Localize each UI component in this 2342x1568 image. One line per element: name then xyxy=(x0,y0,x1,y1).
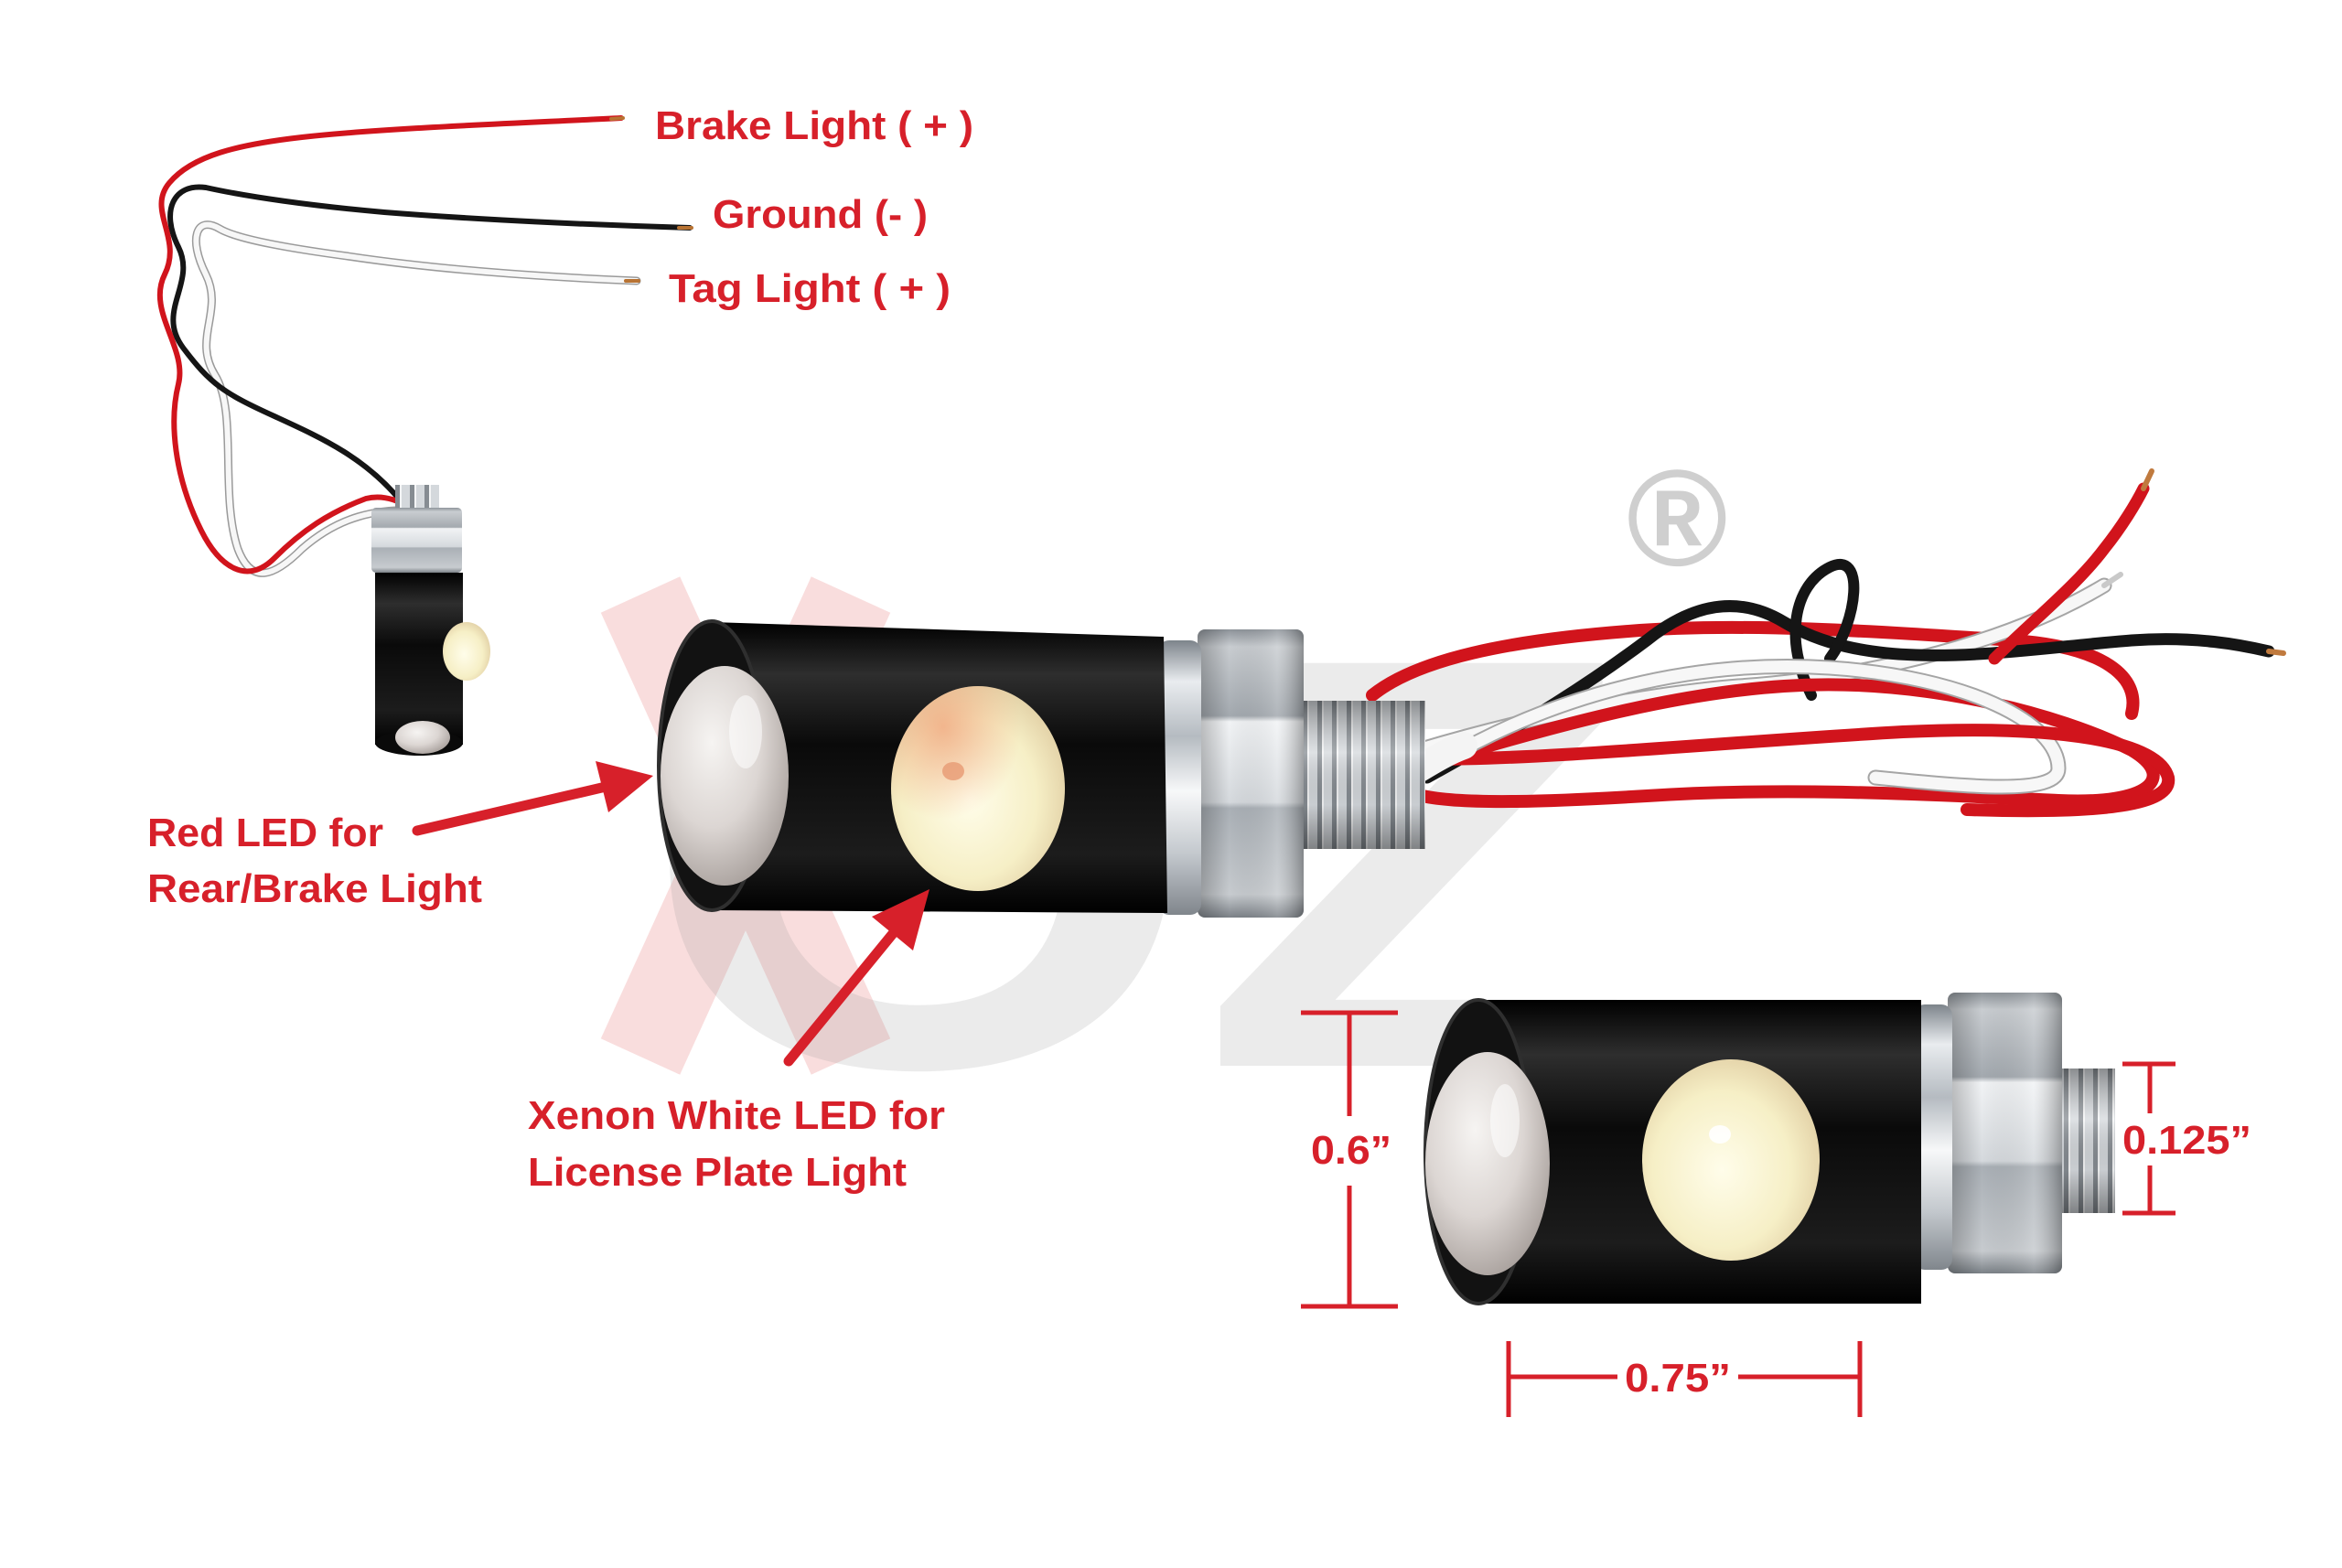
small-led-wires xyxy=(156,115,693,577)
wire-tip-red xyxy=(609,116,625,121)
main-led-bolt-shade xyxy=(1296,701,1425,849)
label-ground: Ground (- ) xyxy=(713,192,928,237)
dim-led-bolt-shade xyxy=(2054,1069,2115,1213)
wire-black-loop xyxy=(1789,559,1860,701)
main-led-wires xyxy=(1366,468,2286,818)
red-led-dome-highlight xyxy=(729,695,762,768)
label-tag-light: Tag Light ( + ) xyxy=(669,266,951,311)
white-led-dome-highlight xyxy=(942,762,964,780)
callout-red-led-line2: Rear/Brake Light xyxy=(147,866,482,911)
callout-white-led-line1: Xenon White LED for xyxy=(528,1093,945,1138)
small-led-side-dome xyxy=(443,622,490,681)
small-led-nut xyxy=(371,508,462,573)
small-led-assembly xyxy=(156,115,693,756)
dimension-led-assembly xyxy=(1423,993,2115,1305)
small-led-bolt xyxy=(395,485,439,510)
red-led-dome xyxy=(661,666,789,886)
wire-black xyxy=(1421,600,2275,784)
dim-white-led-dome xyxy=(1642,1059,1820,1261)
label-brake-light: Brake Light ( + ) xyxy=(655,103,973,148)
wire-red xyxy=(1988,482,2150,665)
white-led-dome-tint xyxy=(891,686,1065,891)
callout-white-led-line2: License Plate Light xyxy=(528,1150,907,1195)
wire-red xyxy=(156,115,624,575)
wire-tip-black xyxy=(2266,649,2286,656)
main-led-assembly xyxy=(657,468,2286,918)
dim-led-washer xyxy=(1914,1004,1952,1270)
wire-red xyxy=(1402,678,2160,809)
dimension-label-thread-diameter: 0.125” xyxy=(2122,1118,2251,1163)
main-led-washer xyxy=(1158,640,1201,915)
dim-led-nut-shade xyxy=(1948,993,2062,1273)
dimension-body-diameter: 0.6” xyxy=(1301,1010,1398,1309)
arrow-red-led xyxy=(412,761,653,836)
dim-white-led-dome-highlight xyxy=(1709,1125,1731,1144)
dimension-thread-diameter: 0.125” xyxy=(2122,1061,2251,1216)
main-led-nut-shade xyxy=(1198,629,1304,918)
wire-tip-white xyxy=(2101,572,2123,588)
dim-red-led-dome-highlight xyxy=(1490,1084,1520,1157)
wire-red xyxy=(1421,724,2175,818)
wire-black xyxy=(167,184,693,506)
small-led-bottom-dome xyxy=(395,721,450,754)
arrow-white-led xyxy=(783,889,929,1067)
dim-red-led-dome xyxy=(1425,1052,1550,1275)
dimension-label-body-diameter: 0.6” xyxy=(1311,1128,1391,1173)
wire-red xyxy=(1366,620,2140,720)
wire-white xyxy=(1439,660,2065,793)
dimension-body-length: 0.75” xyxy=(1506,1341,1863,1417)
dimension-label-body-length: 0.75” xyxy=(1625,1356,1731,1401)
wire-white xyxy=(193,221,639,576)
registered-mark: ® xyxy=(1627,441,1728,595)
callout-red-led-line1: Red LED for xyxy=(147,811,383,855)
wire-tip-red xyxy=(2141,468,2154,491)
